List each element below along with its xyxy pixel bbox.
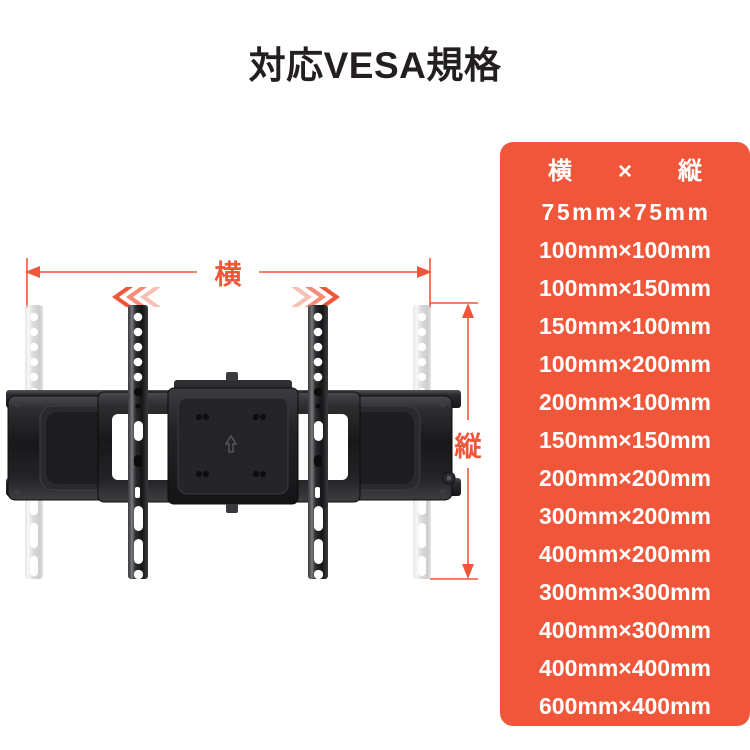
vesa-row-6: 150mm×150mm (539, 427, 711, 453)
center-mount-plate (167, 372, 299, 513)
vesa-row-3: 150mm×100mm (539, 313, 711, 339)
height-label-backdrop (452, 420, 485, 468)
vesa-row-0: 75mm×75mm (541, 199, 711, 225)
height-dimension (430, 302, 485, 580)
width-dimension-label: 横 (215, 260, 242, 290)
width-dimension (25, 255, 432, 308)
vesa-row-9: 400mm×200mm (539, 541, 711, 567)
vesa-rail-right (308, 305, 328, 579)
vesa-row-12: 400mm×400mm (539, 655, 711, 681)
arrow-down-icon (462, 564, 474, 579)
vesa-row-8: 300mm×200mm (539, 503, 711, 529)
vesa-row-2: 100mm×150mm (539, 275, 711, 301)
vesa-spec-panel: 横 × 縦 75mm×75mm 100mm×100mm 100mm×150mm … (500, 142, 750, 726)
vesa-row-11: 400mm×300mm (539, 617, 711, 643)
bracket-diagram: 横 縦 (6, 255, 485, 580)
pivot-knob (442, 471, 456, 485)
chevrons-left-icon (112, 287, 161, 307)
arrow-left-icon (25, 266, 40, 278)
vesa-row-4: 100mm×200mm (539, 351, 711, 377)
vesa-row-1: 100mm×100mm (539, 237, 711, 263)
arrow-up-icon (462, 303, 474, 318)
vesa-row-7: 200mm×200mm (539, 465, 711, 491)
orientation-up-arrow-icon (224, 434, 238, 453)
vesa-table-header: 横 × 縦 (547, 158, 713, 185)
chevrons-right-icon (291, 287, 340, 307)
arrow-right-icon (417, 266, 432, 278)
bracket-diagram-svg: 横 縦 (6, 255, 485, 580)
width-label-backdrop (197, 255, 259, 289)
vesa-row-10: 300mm×300mm (539, 579, 711, 605)
height-dimension-label: 縦 (454, 432, 483, 462)
vesa-rail-left (128, 305, 148, 579)
vesa-row-13: 600mm×400mm (539, 693, 711, 719)
page-title: 対応VESA規格 (248, 45, 502, 86)
horizontal-arm-assembly (6, 372, 461, 513)
vesa-row-5: 200mm×100mm (539, 389, 711, 415)
tv-wall-mount-bracket (6, 305, 461, 579)
